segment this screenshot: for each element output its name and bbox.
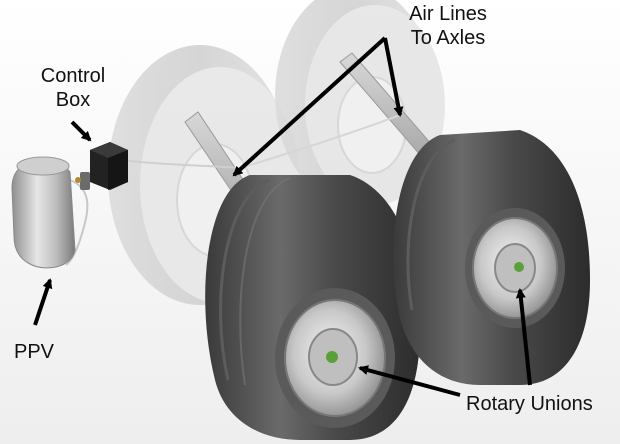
control-box-label: Control Box [28,64,118,112]
front-tire [205,175,420,440]
ppv-label: PPV [14,341,55,363]
arrow-air-lines-rear [383,37,404,117]
arrow-rotary-front [358,365,461,397]
rotary-unions-label: Rotary Unions [466,393,593,415]
air-line-front [121,159,241,169]
arrow-air-lines-front [232,36,387,177]
control-box-label-line1: Control [40,65,106,87]
air-lines-label-line2: To Axles [410,27,486,49]
control-box-label-line2: Box [55,89,91,111]
rear-right-tire [393,130,590,385]
air-lines-label: Air Lines To Axles [398,2,498,50]
air-line-tank [65,179,89,266]
arrow-ppv [33,278,53,326]
air-lines-label-line1: Air Lines [409,3,487,25]
air-line-rear [239,114,401,169]
arrow-rotary-rear [515,288,532,386]
control-box [75,142,128,190]
ppv-tank [11,156,76,269]
arrow-control-box [70,120,92,142]
